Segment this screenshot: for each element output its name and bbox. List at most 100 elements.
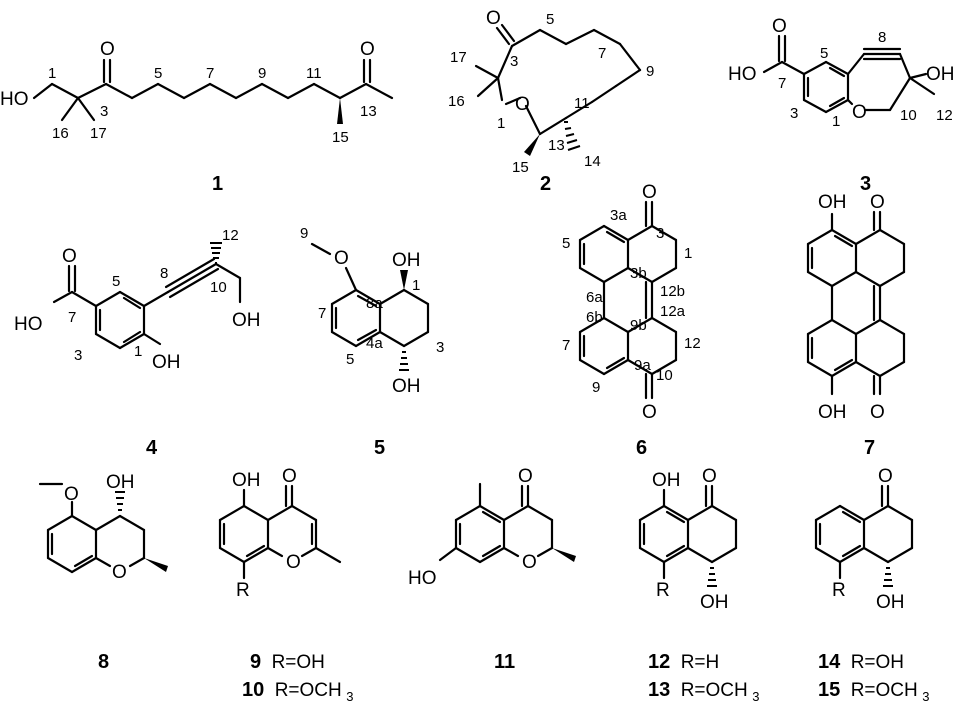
compound-6-num-3: 3 (656, 225, 664, 242)
compound-5-num-9: 9 (300, 225, 308, 242)
compound-4-oh1: OH (152, 352, 181, 373)
compound-10-r-sub: 3 (346, 689, 353, 703)
compound-5-label: 5 (374, 437, 385, 459)
compound-12-r: R (656, 580, 670, 601)
compound-15-r-def: R=OCH (851, 680, 918, 701)
compound-12-oh2: OH (700, 592, 729, 613)
compound-12-13-structure: OH O OH R 12 R=H 13 R=OCH 3 (638, 466, 759, 703)
compound-13-r-sub: 3 (752, 689, 759, 703)
compound-9-label: 9 (250, 651, 261, 673)
compound-4-num-8: 8 (160, 265, 168, 282)
compound-1-num-16: 16 (52, 125, 69, 142)
compound-4-label: 4 (146, 437, 158, 459)
compound-3-o7: O (772, 16, 787, 37)
compound-2-num-17: 17 (450, 49, 467, 66)
compound-6-num-3b: 3b (630, 265, 647, 282)
compound-8-structure: O OH O 8 (38, 472, 168, 673)
compound-2-num-14: 14 (584, 153, 601, 170)
compound-14-line: 14 R=OH (818, 651, 904, 673)
compound-3-structure: O HO OH O 1 3 5 7 8 10 12 3 (728, 16, 955, 195)
compound-9-line: 9 R=OH (250, 651, 325, 673)
compound-7-o-top: O (870, 192, 885, 213)
compound-6-num-9a: 9a (634, 357, 651, 374)
compound-5-o9: O (334, 248, 349, 269)
compound-1-num-17: 17 (90, 125, 107, 142)
compound-2-num-1: 1 (497, 115, 505, 132)
compound-9-r-def: R=OH (272, 652, 325, 673)
compound-5-oh1: OH (392, 250, 421, 271)
compound-12-r-def: R=H (681, 652, 720, 673)
compound-9-oring: O (286, 552, 301, 573)
compound-1-label: 1 (212, 173, 223, 195)
compound-3-oring: O (852, 102, 867, 123)
compound-8-label: 8 (98, 651, 109, 673)
compound-3-num-10: 10 (900, 107, 917, 124)
compound-6-num-5: 5 (562, 235, 570, 252)
compound-12-line: 12 R=H (648, 651, 719, 673)
compound-5-num-8a: 8a (366, 295, 383, 312)
compound-4-num-3: 3 (74, 347, 82, 364)
compound-14-o: O (878, 466, 893, 487)
compound-1-num-1: 1 (48, 65, 56, 82)
compound-11-o4: O (518, 466, 533, 487)
compound-1-o13: O (360, 39, 375, 60)
compound-1-num-15: 15 (332, 129, 349, 146)
compound-6-num-6a: 6a (586, 289, 603, 306)
compound-9-10-structure: OH O O R 9 R=OH 10 R=OCH 3 (218, 466, 353, 703)
compound-8-ome: O (64, 484, 79, 505)
compound-2-num-7: 7 (598, 45, 606, 62)
compound-14-r: R (832, 580, 846, 601)
compound-14-oh: OH (876, 592, 905, 613)
compound-5-num-7: 7 (318, 305, 326, 322)
compound-12-label: 12 (648, 651, 670, 673)
compound-2-o3: O (486, 8, 501, 29)
compound-1-num-9: 9 (258, 65, 266, 82)
compound-6-structure: O O 1 3 3a 3b 5 6a 6b 7 9 9a 9b 10 12 12… (562, 182, 701, 459)
compound-1-num-3: 3 (100, 103, 108, 120)
compound-12-o: O (702, 466, 717, 487)
compound-6-label: 6 (636, 437, 647, 459)
compound-14-r-def: R=OH (851, 652, 904, 673)
compound-1-num-5: 5 (154, 65, 162, 82)
compound-2-num-15: 15 (512, 159, 529, 176)
compound-5-structure: O OH OH 1 3 4a 5 7 8a 9 5 (300, 225, 444, 459)
compound-15-r-sub: 3 (922, 689, 929, 703)
compound-10-line: 10 R=OCH 3 (242, 679, 353, 703)
compound-13-line: 13 R=OCH 3 (648, 679, 759, 703)
compound-6-num-12b: 12b (660, 283, 685, 300)
compound-5-num-4a: 4a (366, 335, 383, 352)
compound-1-num-7: 7 (206, 65, 214, 82)
compound-13-r-def: R=OCH (681, 680, 748, 701)
compound-3-ho: HO (728, 64, 757, 85)
compound-8-oh: OH (106, 472, 135, 493)
compound-3-label: 3 (860, 173, 871, 195)
compound-2-num-5: 5 (546, 11, 554, 28)
compound-4-num-1: 1 (134, 343, 142, 360)
compound-3-num-3: 3 (790, 105, 798, 122)
compound-11-ho: HO (408, 568, 437, 589)
compound-9-o4: O (282, 466, 297, 487)
compound-14-15-structure: O OH R 14 R=OH 15 R=OCH 3 (814, 466, 929, 703)
compound-7-o-bottom: O (870, 402, 885, 423)
compound-15-label: 15 (818, 679, 840, 701)
compound-5-num-5: 5 (346, 351, 354, 368)
compound-6-num-12a: 12a (660, 303, 686, 320)
compound-10-r-def: R=OCH (275, 680, 342, 701)
compound-4-num-10: 10 (210, 279, 227, 296)
compound-2-structure: O O 1 3 5 7 9 11 13 14 15 16 17 2 (448, 8, 654, 195)
compound-6-num-9b: 9b (630, 317, 647, 334)
compound-8-oring: O (112, 562, 127, 583)
compound-2-num-9: 9 (646, 63, 654, 80)
compound-3-num-5: 5 (820, 45, 828, 62)
compound-3-num-1: 1 (832, 113, 840, 130)
compound-2-num-11: 11 (574, 95, 590, 112)
compound-2-num-3: 3 (510, 53, 518, 70)
compound-10-label: 10 (242, 679, 264, 701)
compound-15-line: 15 R=OCH 3 (818, 679, 929, 703)
compound-4-num-12: 12 (222, 227, 239, 244)
compound-6-num-3a: 3a (610, 207, 627, 224)
compound-11-label: 11 (494, 651, 515, 673)
compound-6-num-7: 7 (562, 337, 570, 354)
compound-3-oh: OH (926, 64, 955, 85)
